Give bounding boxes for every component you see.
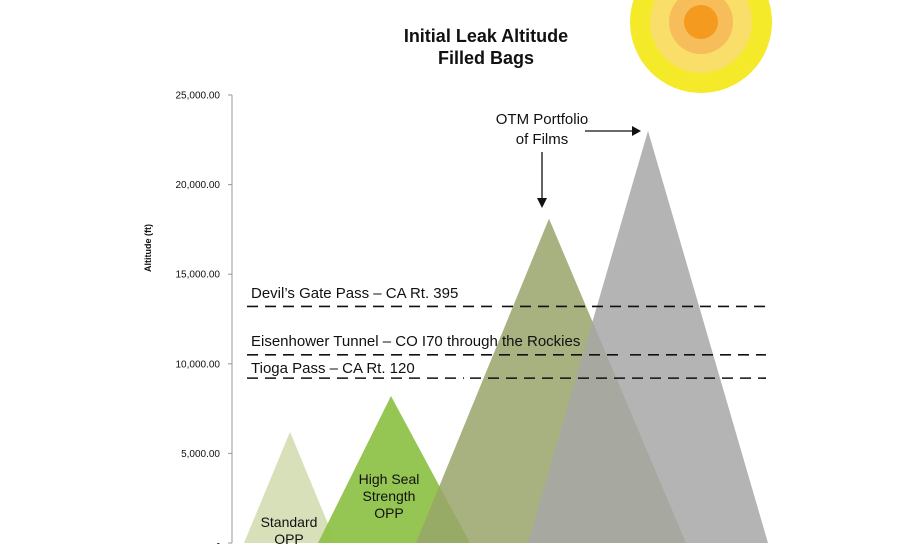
y-tick-label: 5,000.00 <box>181 449 220 460</box>
series-label: Strength <box>363 488 416 504</box>
series-label: OPP <box>374 505 404 521</box>
callout-arrowhead-down <box>537 198 547 208</box>
reference-label: Devil’s Gate Pass – CA Rt. 395 <box>251 285 458 302</box>
sun-decoration <box>630 0 772 93</box>
series-label: OPP <box>274 531 304 547</box>
callout-line-2: of Films <box>516 131 569 148</box>
chart-title-line-2: Filled Bags <box>438 48 534 68</box>
peak-1 <box>244 431 336 543</box>
y-tick-label: 15,000.00 <box>176 270 221 281</box>
y-tick-label: - <box>217 539 220 550</box>
y-tick-label: 20,000.00 <box>176 180 221 191</box>
peak-4 <box>528 130 768 543</box>
y-tick-label: 25,000.00 <box>176 91 221 102</box>
callout-arrowhead-right <box>632 126 641 136</box>
y-axis-label: Altitude (ft) <box>143 224 153 272</box>
reference-label: Tioga Pass – CA Rt. 120 <box>251 360 415 377</box>
reference-lines: Devil’s Gate Pass – CA Rt. 395Eisenhower… <box>247 285 766 379</box>
reference-label: Eisenhower Tunnel – CO I70 through the R… <box>251 333 580 350</box>
callout-line-1: OTM Portfolio <box>496 111 589 128</box>
mountain-series <box>244 130 768 543</box>
series-label: High Seal <box>359 471 420 487</box>
otm-callout: OTM Portfolio of Films <box>496 111 641 208</box>
y-axis-ticks: - 5,000.00 10,000.00 15,000.00 20,000.00 25,0… <box>176 91 232 550</box>
y-tick-label: 10,000.00 <box>176 359 221 370</box>
sun-core <box>684 5 718 39</box>
series-label: Standard <box>261 514 318 530</box>
chart-title-line-1: Initial Leak Altitude <box>404 26 568 46</box>
